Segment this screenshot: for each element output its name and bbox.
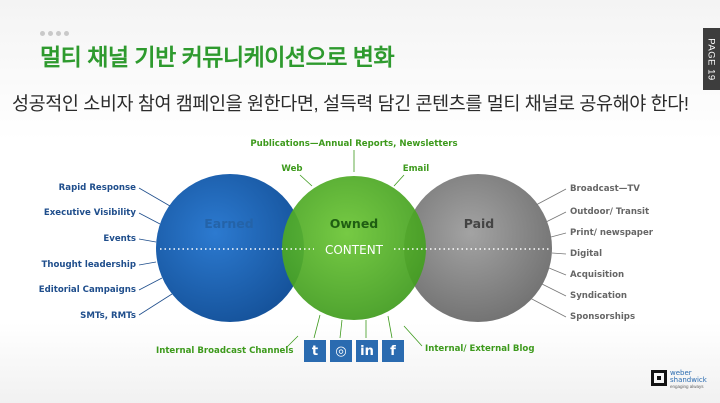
linkedin-icon: in	[356, 340, 378, 362]
earned-connectors	[138, 187, 173, 316]
bottom-connectors	[285, 314, 423, 349]
paid-item: Digital	[570, 249, 602, 259]
logo-mark-icon	[651, 370, 667, 386]
connector	[403, 325, 423, 347]
earned-item: Rapid Response	[59, 183, 137, 193]
paid-connectors	[529, 188, 567, 318]
connector	[535, 188, 567, 206]
connector	[138, 187, 171, 207]
connector	[138, 238, 157, 243]
earned-items: Rapid Response Executive Visibility Even…	[39, 183, 137, 321]
slide-title: 멀티 채널 기반 커뮤니케이션으로 변화	[40, 44, 395, 70]
logo-line2: shandwick	[670, 376, 707, 384]
connector	[545, 211, 567, 223]
connector	[138, 261, 157, 266]
paid-items: Broadcast—TV Outdoor/ Transit Print/ new…	[570, 184, 654, 322]
connector	[339, 319, 343, 339]
earned-item: Thought leadership	[42, 260, 137, 270]
connector	[285, 335, 299, 349]
earned-item: Editorial Campaigns	[39, 285, 136, 295]
paid-item: Outdoor/ Transit	[570, 207, 649, 217]
paid-item: Broadcast—TV	[570, 184, 640, 194]
connector	[387, 315, 393, 339]
earned-item: SMTs, RMTs	[80, 311, 136, 321]
connector	[551, 252, 567, 255]
instagram-icon: ◎	[330, 340, 352, 362]
connector	[138, 293, 173, 316]
paid-label: Paid	[464, 216, 495, 231]
paid-item: Syndication	[570, 291, 627, 301]
decorative-dots	[40, 31, 69, 36]
connector	[550, 232, 567, 238]
connector	[529, 297, 567, 318]
paid-item: Sponsorships	[570, 312, 635, 322]
social-icons: t ◎ in f	[304, 340, 404, 362]
earned-circle	[156, 174, 304, 322]
page-number-tab: PAGE 19	[703, 28, 720, 90]
twitter-icon: t	[304, 340, 326, 362]
logo-tagline: engaging always	[670, 384, 704, 389]
paid-circle	[404, 174, 552, 322]
connector	[313, 314, 321, 339]
label-publications: Publications—Annual Reports, Newsletters	[250, 139, 457, 149]
connector-email	[393, 174, 405, 187]
paid-item: Acquisition	[570, 270, 624, 280]
connector	[138, 277, 163, 291]
facebook-icon: f	[382, 340, 404, 362]
owned-label: Owned	[330, 216, 379, 231]
label-email: Email	[403, 164, 430, 174]
label-internal-broadcast: Internal Broadcast Channels	[156, 346, 293, 356]
weber-shandwick-logo: weber shandwick engaging always	[651, 370, 707, 390]
label-web: Web	[281, 164, 302, 174]
label-internal-external-blog: Internal/ External Blog	[425, 344, 534, 354]
owned-circle	[282, 176, 426, 320]
earned-item: Executive Visibility	[44, 208, 137, 218]
content-label: CONTENT	[325, 243, 384, 257]
logo-text: weber shandwick engaging always	[670, 370, 707, 390]
connector	[138, 212, 161, 225]
connector	[548, 267, 567, 276]
connector	[541, 283, 567, 297]
slide-subtitle: 성공적인 소비자 참여 캠페인을 원한다면, 설득력 담긴 콘텐츠를 멀티 채널…	[12, 93, 689, 114]
earned-label: Earned	[204, 216, 253, 231]
earned-item: Events	[103, 234, 136, 244]
connector-web	[299, 174, 313, 187]
paid-item: Print/ newspaper	[570, 228, 654, 238]
logo-line1: weber	[670, 369, 692, 377]
